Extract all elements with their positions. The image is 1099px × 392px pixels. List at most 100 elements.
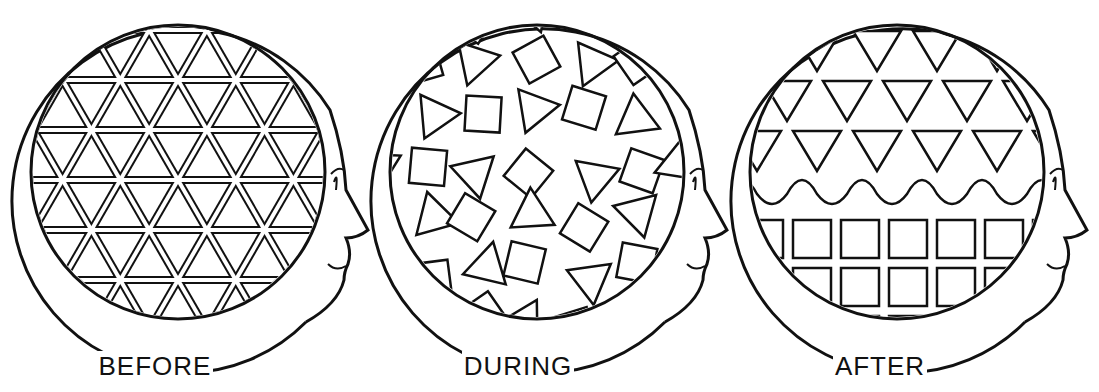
ordered-triangle	[913, 131, 961, 171]
lattice-line	[0, 0, 205, 392]
lattice-line	[324, 34, 724, 392]
loose-shape	[349, 49, 392, 91]
ordered-square	[1033, 316, 1071, 354]
ordered-square	[937, 316, 975, 354]
lattice-line	[238, 0, 638, 392]
ordered-square	[985, 316, 1023, 354]
ordered-square	[1081, 268, 1099, 306]
lattice-line	[0, 0, 205, 392]
loose-shape	[578, 43, 619, 87]
loose-shape	[670, 35, 714, 76]
lattice-line	[195, 0, 595, 392]
lattice-line	[0, 0, 118, 392]
lattice-line	[151, 0, 551, 392]
lattice-line	[0, 0, 161, 392]
eye-mark	[331, 169, 344, 190]
loose-shape	[503, 241, 545, 283]
loose-shape	[513, 36, 561, 84]
lattice-line	[0, 9, 75, 392]
ordered-square	[745, 268, 783, 306]
lattice-line	[281, 9, 681, 392]
loose-shape	[560, 203, 608, 251]
ordered-triangle	[673, 31, 721, 71]
lattice-line	[0, 0, 205, 392]
wave-line	[727, 180, 1087, 204]
lattice-line	[0, 0, 118, 376]
lattice-line	[0, 326, 578, 334]
eye-mark	[1050, 169, 1063, 190]
ordered-square	[793, 220, 831, 258]
loose-shape	[655, 138, 699, 179]
ordered-square	[697, 268, 735, 306]
loose-shape	[448, 0, 497, 44]
ordered-triangle	[853, 131, 901, 171]
stage-label: DURING	[462, 351, 575, 382]
mouth-mark	[687, 264, 705, 269]
lattice-line	[0, 0, 335, 392]
lattice-line	[0, 0, 248, 392]
loose-shape	[518, 89, 560, 132]
loose-shape	[458, 42, 500, 85]
brain-pattern	[0, 0, 724, 392]
loose-shape	[400, 293, 444, 332]
loose-shape	[350, 106, 388, 144]
brain-circle	[750, 25, 1044, 319]
loose-shape	[616, 93, 660, 134]
lattice-line	[0, 0, 118, 392]
loose-shape	[576, 161, 620, 203]
ordered-square	[1033, 220, 1071, 258]
lattice-line	[0, 78, 578, 82]
loose-shape	[465, 96, 502, 133]
loose-shape	[567, 264, 611, 305]
ordered-triangle	[733, 131, 781, 171]
lattice-line	[0, 0, 205, 392]
ordered-square	[1033, 268, 1071, 306]
loose-shape	[421, 95, 461, 139]
ordered-triangle	[793, 31, 841, 71]
lattice-line	[0, 0, 161, 392]
lattice-line	[281, 9, 681, 392]
ordered-triangle	[883, 81, 931, 121]
lattice-line	[324, 0, 724, 326]
ordered-square	[697, 316, 735, 354]
lattice-line	[151, 0, 551, 392]
lattice-line	[0, 0, 32, 326]
ordered-triangle	[703, 81, 751, 121]
ordered-square	[841, 316, 879, 354]
brain-pattern	[347, 0, 721, 351]
ordered-square	[889, 316, 927, 354]
brain-circle	[390, 25, 684, 319]
brain-pattern	[673, 31, 1099, 354]
head-profile	[371, 29, 727, 373]
ordered-square	[1081, 316, 1099, 354]
ordered-square	[697, 220, 735, 258]
lattice-line	[0, 228, 578, 232]
head-outline	[371, 29, 727, 373]
ordered-triangle	[1033, 31, 1081, 71]
ordered-triangle	[763, 81, 811, 121]
lattice-line	[0, 0, 161, 392]
lattice-line	[0, 0, 248, 392]
loose-shape	[562, 86, 606, 130]
loose-shape	[356, 154, 400, 193]
ordered-square	[841, 268, 879, 306]
mouth-mark	[328, 264, 346, 269]
loose-shape	[628, 299, 668, 343]
lattice-line	[238, 0, 638, 392]
lattice-line	[324, 0, 724, 326]
ordered-triangle	[973, 131, 1021, 171]
lattice-line	[65, 0, 465, 392]
loose-shape	[675, 90, 721, 136]
lattice-line	[0, 9, 75, 392]
loose-shape	[677, 195, 717, 235]
ordered-square	[889, 268, 927, 306]
loose-shape	[348, 195, 394, 241]
lattice-line	[0, 178, 578, 182]
ordered-square	[793, 316, 831, 354]
ordered-square	[985, 220, 1023, 258]
lattice-line	[21, 0, 421, 392]
brain-circle	[31, 25, 325, 319]
loose-shape	[667, 0, 714, 35]
loose-shape	[447, 193, 495, 241]
lattice-line	[324, 34, 724, 392]
